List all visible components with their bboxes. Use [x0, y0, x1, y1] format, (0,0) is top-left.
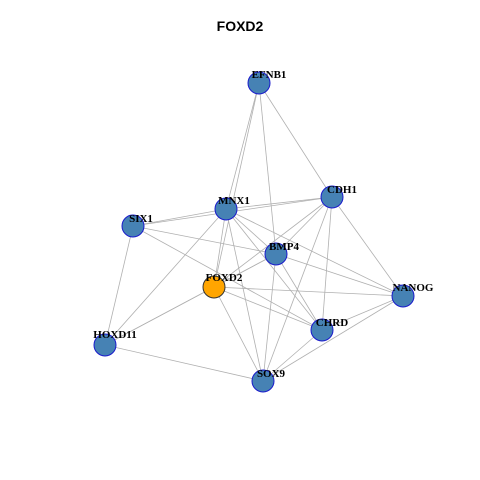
node-label-mnx1: MNX1: [218, 195, 250, 207]
nodes-layer: [93, 71, 415, 393]
node-mnx1: [214, 197, 238, 221]
chart-title: FOXD2: [216, 18, 264, 34]
edge-nanog-sox9: [262, 295, 404, 382]
edge-efnb1-foxd2: [213, 82, 260, 288]
node-nanog: [391, 284, 415, 308]
edge-foxd2-sox9: [213, 286, 264, 382]
node-chrd: [310, 318, 334, 342]
edge-chrd-sox9: [262, 329, 323, 382]
edge-foxd2-hoxd11: [104, 286, 215, 346]
node-six1: [121, 214, 145, 238]
edge-mnx1-nanog: [225, 208, 404, 297]
edge-cdh1-bmp4: [275, 196, 333, 255]
edge-mnx1-six1: [132, 208, 227, 227]
node-label-six1: SIX1: [129, 213, 153, 225]
node-sox9: [251, 369, 275, 393]
edge-six1-chrd: [132, 225, 323, 331]
edge-mnx1-cdh1: [225, 196, 333, 210]
edge-efnb1-cdh1: [258, 82, 333, 198]
edges-layer: [104, 82, 404, 382]
node-label-efnb1: EFNB1: [252, 69, 287, 81]
edge-mnx1-chrd: [225, 208, 323, 331]
edge-six1-hoxd11: [104, 225, 134, 346]
edge-cdh1-foxd2: [213, 196, 333, 288]
edge-hoxd11-sox9: [104, 344, 264, 382]
node-label-foxd2: FOXD2: [206, 272, 243, 284]
edge-foxd2-chrd: [213, 286, 323, 331]
node-label-hoxd11: HOXD11: [93, 329, 136, 341]
node-foxd2: [202, 275, 226, 299]
edge-bmp4-chrd: [275, 253, 323, 331]
edge-cdh1-nanog: [331, 196, 404, 297]
node-label-sox9: SOX9: [257, 368, 286, 380]
edge-efnb1-mnx1: [225, 82, 260, 210]
edge-bmp4-sox9: [262, 253, 277, 382]
node-label-chrd: CHRD: [316, 317, 348, 329]
node-label-nanog: NANOG: [393, 282, 434, 294]
node-efnb1: [247, 71, 271, 95]
node-cdh1: [320, 185, 344, 209]
edge-cdh1-chrd: [321, 196, 333, 331]
edge-bmp4-nanog: [275, 253, 404, 297]
edge-six1-bmp4: [132, 225, 277, 255]
edge-nanog-chrd: [321, 295, 404, 331]
edge-mnx1-hoxd11: [104, 208, 227, 346]
node-bmp4: [264, 242, 288, 266]
edge-mnx1-foxd2: [213, 208, 227, 288]
node-label-bmp4: BMP4: [269, 241, 299, 253]
edge-efnb1-bmp4: [258, 82, 277, 255]
edge-mnx1-sox9: [225, 208, 264, 382]
node-hoxd11: [93, 333, 117, 357]
edge-foxd2-nanog: [213, 286, 404, 297]
node-label-cdh1: CDH1: [327, 184, 357, 196]
